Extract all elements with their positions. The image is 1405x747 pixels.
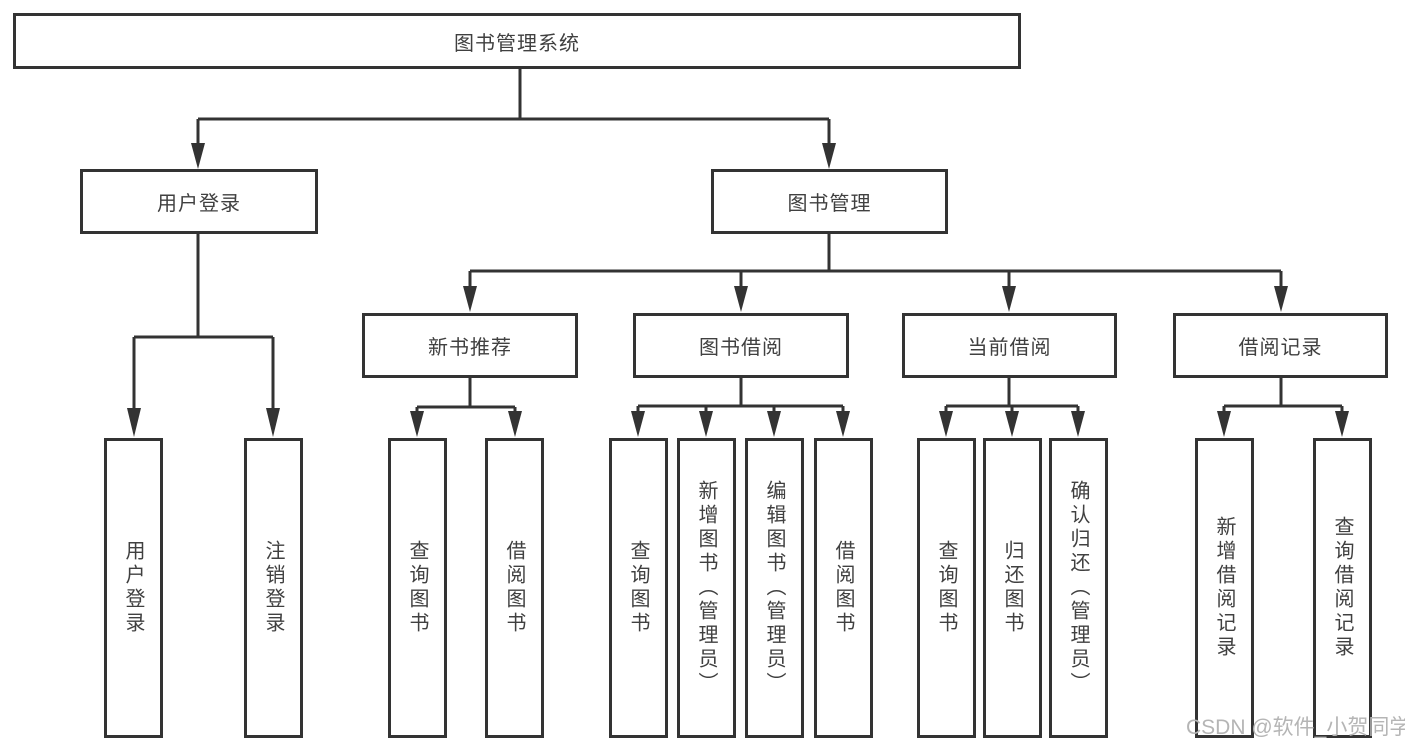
node-borrow-records-label: 借阅记录 <box>1238 337 1323 359</box>
connector-user-branch <box>127 234 280 437</box>
node-leaf-query-books-current-label: 查询图书 <box>935 540 957 636</box>
node-leaf-add-borrow-record-label: 新增借阅记录 <box>1213 516 1235 660</box>
node-leaf-user-login-label: 用户登录 <box>122 540 144 636</box>
node-user-login-label: 用户登录 <box>157 193 241 215</box>
connector-current-branch <box>939 378 1085 437</box>
node-book-borrow-label: 图书借阅 <box>699 337 783 359</box>
node-leaf-logout-label: 注销登录 <box>262 540 284 636</box>
node-leaf-query-books-recommend-label: 查询图书 <box>406 540 428 636</box>
connector-mgmt-branch <box>463 234 1288 312</box>
node-leaf-borrow-books: 借阅图书 <box>814 438 873 738</box>
node-leaf-add-books-admin: 新增图书（管理员） <box>677 438 736 738</box>
node-leaf-query-borrow-record: 查询借阅记录 <box>1313 438 1372 738</box>
node-leaf-logout: 注销登录 <box>244 438 303 738</box>
node-leaf-query-borrow-record-label: 查询借阅记录 <box>1331 516 1353 660</box>
node-current-borrow-label: 当前借阅 <box>967 337 1052 359</box>
node-user-login: 用户登录 <box>80 169 318 234</box>
node-leaf-edit-books-admin-label: 编辑图书（管理员） <box>763 480 785 696</box>
connector-records-branch <box>1217 378 1349 437</box>
node-root-label: 图书管理系统 <box>454 32 580 55</box>
node-book-borrow: 图书借阅 <box>633 313 849 378</box>
connector-root-branch <box>191 69 836 169</box>
node-leaf-query-books-recommend: 查询图书 <box>388 438 447 738</box>
csdn-watermark: CSDN @软件_小贺同学 <box>1186 716 1405 739</box>
node-new-book-recommend: 新书推荐 <box>362 313 578 378</box>
node-leaf-query-books-borrow: 查询图书 <box>609 438 668 738</box>
node-leaf-query-books-borrow-label: 查询图书 <box>627 540 649 636</box>
node-leaf-borrow-books-recommend: 借阅图书 <box>485 438 544 738</box>
node-leaf-borrow-books-label: 借阅图书 <box>832 540 854 636</box>
node-new-book-recommend-label: 新书推荐 <box>428 337 512 359</box>
node-leaf-edit-books-admin: 编辑图书（管理员） <box>745 438 804 738</box>
node-leaf-add-borrow-record: 新增借阅记录 <box>1195 438 1254 738</box>
node-leaf-add-books-admin-label: 新增图书（管理员） <box>695 480 717 696</box>
node-leaf-return-books-label: 归还图书 <box>1001 540 1023 636</box>
connector-borrow-branch <box>631 378 850 437</box>
node-current-borrow: 当前借阅 <box>902 313 1117 378</box>
node-leaf-confirm-return-admin-label: 确认归还（管理员） <box>1067 480 1089 696</box>
node-book-management-label: 图书管理 <box>787 193 872 215</box>
node-borrow-records: 借阅记录 <box>1173 313 1388 378</box>
connector-newbooks-branch <box>410 378 522 437</box>
node-book-management: 图书管理 <box>711 169 948 234</box>
node-leaf-borrow-books-recommend-label: 借阅图书 <box>503 540 525 636</box>
node-leaf-query-books-current: 查询图书 <box>917 438 976 738</box>
node-leaf-user-login: 用户登录 <box>104 438 163 738</box>
node-leaf-confirm-return-admin: 确认归还（管理员） <box>1049 438 1108 738</box>
node-leaf-return-books: 归还图书 <box>983 438 1042 738</box>
node-root: 图书管理系统 <box>13 13 1021 69</box>
